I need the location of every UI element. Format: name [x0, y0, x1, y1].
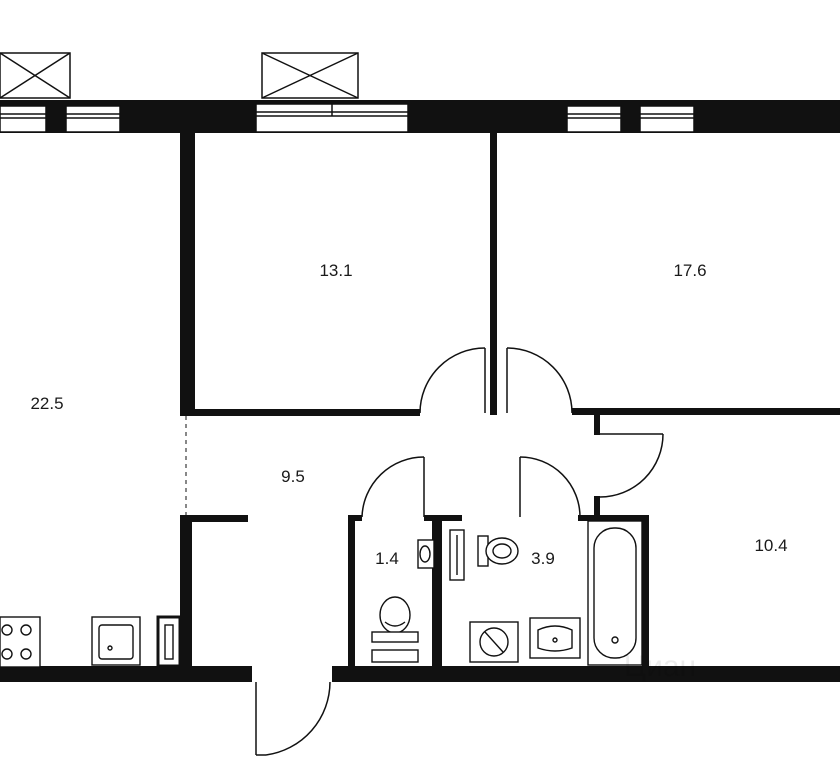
bathroom-toilet-icon — [477, 535, 519, 567]
doors — [185, 347, 664, 756]
ac-units — [0, 52, 359, 99]
kitchen-sink-icon — [91, 616, 141, 666]
wall-bath-right — [642, 515, 649, 666]
room-area-bedroom-1: 13.1 — [319, 261, 352, 280]
wall-bath-top-right — [578, 515, 648, 521]
door-wc — [361, 456, 425, 518]
wall-kitchen-partition — [180, 515, 192, 666]
wall-bedroom1-bedroom2 — [490, 133, 497, 415]
door-bedroom3 — [599, 433, 664, 498]
wall-wc-bathroom — [432, 515, 442, 666]
window-bedroom1 — [255, 103, 409, 133]
wc-shelf — [371, 649, 419, 663]
room-area-living-kitchen: 22.5 — [30, 394, 63, 413]
wall-bedroom3-stub — [594, 415, 600, 435]
wall-living-bedroom1 — [180, 133, 195, 415]
fridge-icon — [156, 615, 182, 668]
fixtures — [0, 520, 643, 668]
room-area-wc: 1.4 — [375, 549, 399, 568]
door-bathroom — [519, 456, 581, 518]
watermark: Циан — [624, 650, 696, 683]
toilet-icon — [371, 596, 419, 643]
wall-wc-top-left — [348, 515, 362, 521]
room-area-bedroom-2: 17.6 — [673, 261, 706, 280]
room-area-bedroom-3: 10.4 — [754, 536, 787, 555]
wall-bedroom3-left — [594, 496, 600, 516]
wall-bedroom1-bottom — [180, 409, 420, 416]
door-bedroom2 — [506, 347, 573, 414]
exterior-wall-top — [0, 100, 840, 133]
window-living-2 — [65, 105, 121, 133]
window-bedroom2-a — [566, 105, 622, 133]
door-bedroom1 — [419, 347, 486, 414]
wall-bath-top-left — [440, 515, 462, 521]
washing-machine-icon — [469, 621, 519, 663]
window-bedroom2-b — [639, 105, 695, 133]
room-labels: 22.5 13.1 17.6 9.5 1.4 3.9 10.4 — [30, 261, 787, 568]
wall-wc-left — [348, 515, 355, 666]
wall-kitchen-partition-top — [180, 515, 248, 522]
window-living — [0, 105, 47, 133]
wc-sink-icon — [417, 539, 435, 569]
bath-cabinet-icon — [449, 529, 465, 581]
wall-bedroom2-bottom — [572, 408, 840, 415]
walls — [0, 100, 840, 682]
ac-unit-living — [0, 52, 71, 99]
bathtub-icon — [587, 520, 643, 666]
ac-unit-bedroom1 — [261, 52, 359, 99]
door-entrance — [255, 681, 331, 756]
room-area-hallway: 9.5 — [281, 467, 305, 486]
bath-sink-icon — [529, 617, 581, 659]
stove-icon — [0, 616, 41, 668]
exterior-wall-bottom-left — [0, 666, 252, 682]
exterior-wall-bottom-right — [332, 666, 840, 682]
room-area-bathroom: 3.9 — [531, 549, 555, 568]
windows — [0, 103, 695, 133]
